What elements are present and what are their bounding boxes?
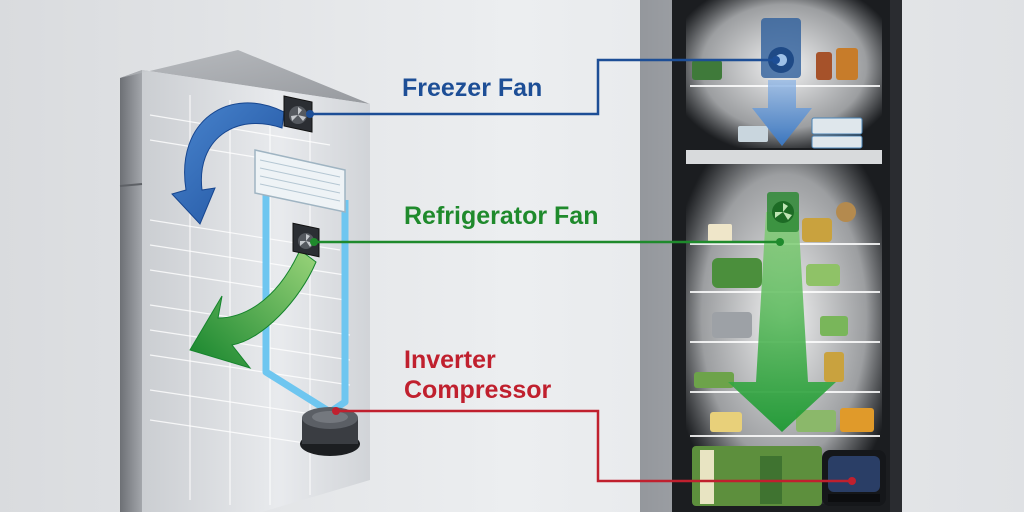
fridge-3d-cutaway [119, 50, 370, 512]
evaporator-unit [254, 149, 346, 213]
inverter-compressor-label: Inverter Compressor [404, 345, 551, 405]
divider [686, 150, 882, 164]
refrigerator-airflow-arrow [189, 249, 317, 369]
fan-icon [767, 192, 799, 232]
inverter-compressor-label-line2: Compressor [404, 376, 552, 404]
freezer-fan-callout [310, 58, 776, 116]
food-items [692, 48, 874, 506]
compressor-icon [300, 407, 360, 456]
freezer-cold-air-arrow [752, 80, 812, 146]
callout-lines [310, 58, 852, 483]
freezer-airflow-arrow [171, 102, 285, 225]
fan-icon [292, 222, 320, 258]
freezer-fan-label: Freezer Fan [402, 74, 543, 102]
refrigerator-cold-air-arrow [728, 212, 836, 432]
fridge-top-panel [120, 50, 370, 104]
fridge-interior-photo [640, 0, 902, 512]
fan-icon [283, 95, 313, 133]
refrigerator-fan-label: Refrigerator Fan [404, 202, 599, 230]
callout-dots [306, 56, 856, 485]
fan-icon [761, 18, 801, 78]
inverter-compressor-callout [336, 409, 852, 483]
fridge-side-panel [120, 70, 142, 512]
inverter-compressor-label-line1: Inverter [404, 346, 496, 374]
